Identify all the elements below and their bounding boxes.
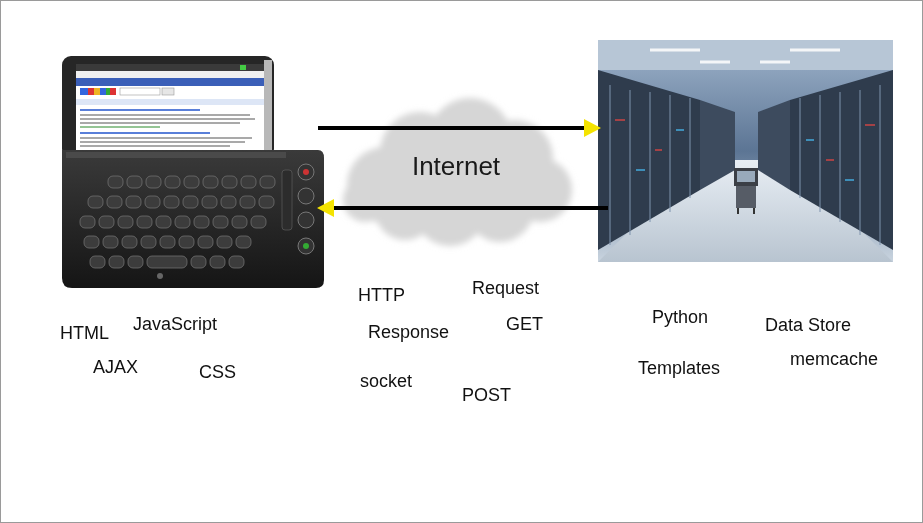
protocol-label: HTTP — [358, 285, 405, 306]
protocol-label: socket — [360, 371, 412, 392]
internet-cloud: Internet — [325, 90, 587, 242]
server-tech-label: Templates — [638, 358, 720, 379]
protocol-label: POST — [462, 385, 511, 406]
server-room-illustration — [598, 40, 893, 262]
protocol-label: Request — [472, 278, 539, 299]
phone-illustration — [62, 56, 324, 288]
client-tech-label: HTML — [60, 323, 109, 344]
client-tech-label: AJAX — [93, 357, 138, 378]
client-tech-label: JavaScript — [133, 314, 217, 335]
protocol-label: Response — [368, 322, 449, 343]
client-tech-label: CSS — [199, 362, 236, 383]
server-tech-label: memcache — [790, 349, 878, 370]
server-tech-label: Python — [652, 307, 708, 328]
protocol-label: GET — [506, 314, 543, 335]
server-tech-label: Data Store — [765, 315, 851, 336]
cloud-label: Internet — [412, 151, 500, 182]
